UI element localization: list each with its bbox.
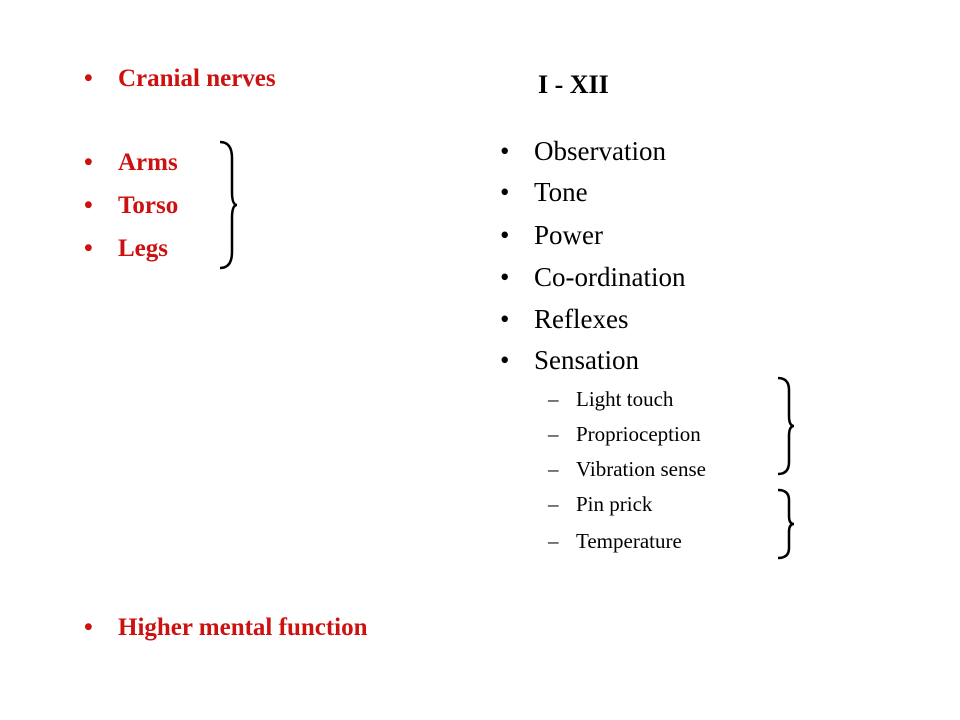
exam-label: Tone <box>534 177 588 207</box>
sensation-subitem-label: Temperature <box>576 529 682 553</box>
sensation-subitem-proprioception: – Proprioception <box>548 422 701 446</box>
sensation-subitem-label: Proprioception <box>576 422 701 446</box>
arms-item: • Arms <box>84 149 178 176</box>
cranial-nerves-label: Cranial nerves <box>118 65 276 92</box>
exam-item-coordination: • Co-ordination <box>500 262 686 292</box>
sensation-subitem-pin-prick: – Pin prick <box>548 492 653 516</box>
cranial-nerves-item: • Cranial nerves <box>84 65 276 92</box>
limbs-brace <box>219 140 238 270</box>
bullet: • <box>500 177 510 207</box>
dash: – <box>548 529 559 553</box>
higher-mental-function-item: • Higher mental function <box>84 614 368 641</box>
sensation-subitem-temperature: – Temperature <box>548 529 682 553</box>
legs-item: • Legs <box>84 235 168 262</box>
exam-item-sensation: • Sensation <box>500 345 639 375</box>
bullet: • <box>84 192 93 219</box>
sensation-subitem-light-touch: – Light touch <box>548 387 674 411</box>
higher-mental-function-label: Higher mental function <box>118 614 368 641</box>
legs-label: Legs <box>118 235 168 262</box>
exam-item-power: • Power <box>500 220 603 250</box>
spinothalamic-brace <box>777 488 795 560</box>
exam-label: Reflexes <box>534 304 629 334</box>
bullet: • <box>84 614 93 641</box>
dorsal-column-brace <box>777 376 795 476</box>
dash: – <box>548 387 559 411</box>
dash: – <box>548 422 559 446</box>
exam-label: Power <box>534 220 603 250</box>
bullet: • <box>84 149 93 176</box>
dash: – <box>548 457 559 481</box>
sensation-subitem-label: Light touch <box>576 387 674 411</box>
arms-label: Arms <box>118 149 178 176</box>
exam-item-reflexes: • Reflexes <box>500 304 629 334</box>
bullet: • <box>500 136 510 166</box>
exam-item-observation: • Observation <box>500 136 666 166</box>
exam-label: Observation <box>534 136 666 166</box>
exam-item-tone: • Tone <box>500 177 588 207</box>
bullet: • <box>84 235 93 262</box>
sensation-subitem-label: Pin prick <box>576 492 653 516</box>
bullet: • <box>500 345 510 375</box>
torso-item: • Torso <box>84 192 179 219</box>
sensation-subitem-vibration-sense: – Vibration sense <box>548 457 706 481</box>
torso-label: Torso <box>118 192 179 219</box>
bullet: • <box>500 262 510 292</box>
exam-label: Sensation <box>534 345 639 375</box>
sensation-subitem-label: Vibration sense <box>576 457 706 481</box>
bullet: • <box>84 65 93 92</box>
bullet: • <box>500 304 510 334</box>
exam-label: Co-ordination <box>534 262 686 292</box>
dash: – <box>548 492 559 516</box>
cranial-range: I - XII <box>538 70 609 99</box>
bullet: • <box>500 220 510 250</box>
